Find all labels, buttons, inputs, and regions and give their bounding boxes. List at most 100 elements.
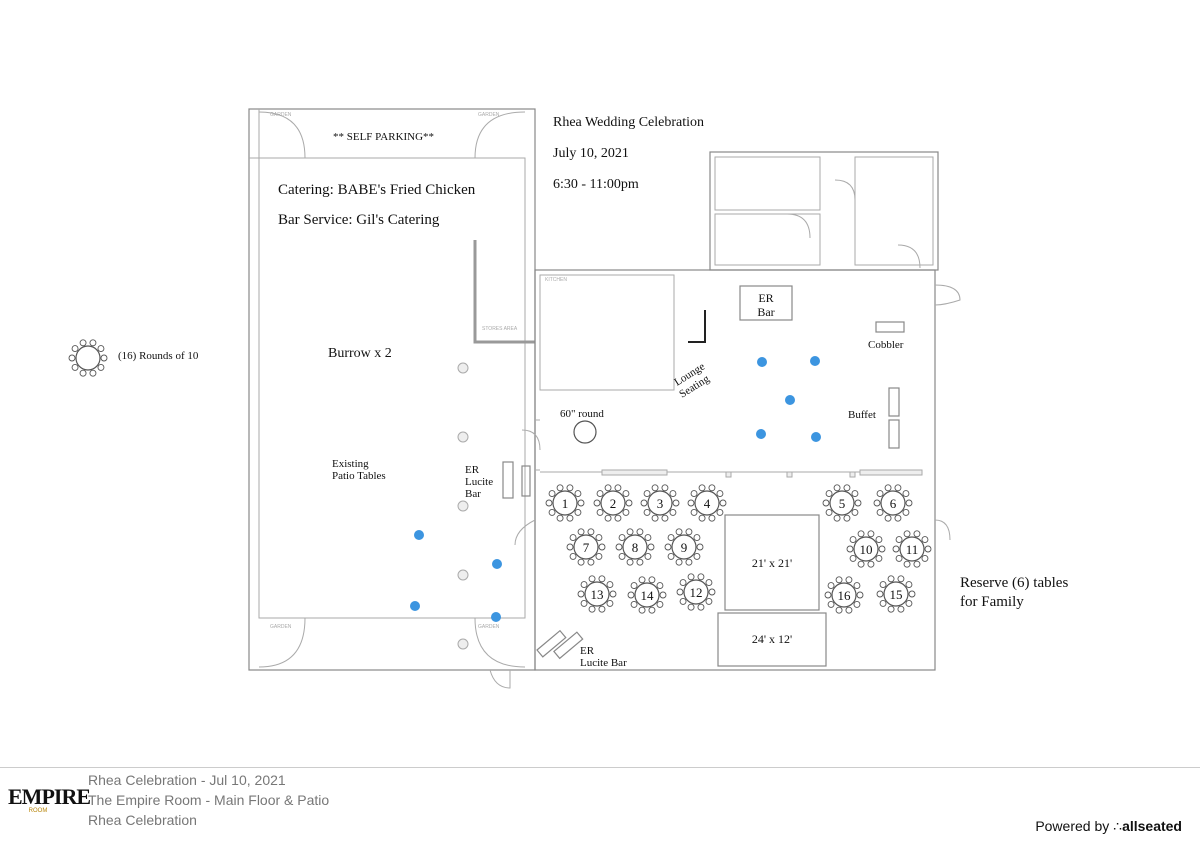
chair <box>913 530 921 538</box>
table-number: 6 <box>890 496 897 511</box>
chair <box>588 605 596 613</box>
chair <box>822 499 830 507</box>
chair <box>894 484 902 492</box>
chair <box>667 552 675 560</box>
table-top <box>899 536 925 562</box>
chair <box>905 499 913 507</box>
chair <box>587 558 595 566</box>
table-top <box>573 534 599 560</box>
chair <box>716 508 724 516</box>
chair <box>618 552 626 560</box>
kitchen-label: KITCHEN <box>545 277 567 283</box>
chair <box>614 484 622 492</box>
marker <box>757 357 767 367</box>
hall-walls <box>489 151 961 689</box>
patio-table <box>457 569 469 581</box>
chair <box>606 599 614 607</box>
chair <box>643 508 651 516</box>
table-top <box>600 490 626 516</box>
chair <box>588 575 596 583</box>
chair <box>902 508 910 516</box>
chair <box>854 499 862 507</box>
chair <box>577 499 585 507</box>
highlight-markers <box>410 356 821 622</box>
chair <box>604 514 612 522</box>
chair <box>569 534 577 542</box>
marker <box>491 612 501 622</box>
chair <box>604 484 612 492</box>
chair <box>705 597 713 605</box>
chair <box>596 508 604 516</box>
legend-round-table-icon <box>68 339 108 377</box>
chair <box>895 536 903 544</box>
chair <box>566 543 574 551</box>
parking-note: ** SELF PARKING** <box>333 131 434 143</box>
lucite-bar-bottom <box>536 629 584 660</box>
chair <box>656 582 664 590</box>
chair <box>846 545 854 553</box>
chair <box>879 581 887 589</box>
chair <box>618 534 626 542</box>
marker <box>756 429 766 439</box>
chair <box>669 508 677 516</box>
chair <box>845 576 853 584</box>
lucite-bottom-label-1: ER <box>580 645 595 657</box>
chair <box>598 605 606 613</box>
round-table <box>68 339 108 377</box>
patio-table <box>457 500 469 512</box>
round-table: 16 <box>824 576 864 614</box>
chair <box>690 490 698 498</box>
legend-label: (16) Rounds of 10 <box>118 350 199 362</box>
chair <box>638 606 646 614</box>
chair <box>644 534 652 542</box>
chair <box>708 588 716 596</box>
chair <box>857 530 865 538</box>
chair <box>875 536 883 544</box>
chair <box>79 339 87 347</box>
chair <box>664 543 672 551</box>
event-time: 6:30 - 11:00pm <box>553 177 639 192</box>
bar-service-note: Bar Service: Gil's Catering <box>278 212 440 228</box>
chair <box>690 508 698 516</box>
chair <box>867 530 875 538</box>
chair <box>908 590 916 598</box>
chair <box>627 591 635 599</box>
chair <box>556 514 564 522</box>
chair <box>876 590 884 598</box>
marker <box>492 559 502 569</box>
table-number: 13 <box>591 587 604 602</box>
chair <box>679 579 687 587</box>
chair <box>89 369 97 377</box>
chair <box>921 536 929 544</box>
event-date: July 10, 2021 <box>553 146 629 161</box>
chair <box>884 514 892 522</box>
chair <box>577 528 585 536</box>
er-bar-label-2: Bar <box>757 305 774 319</box>
round-table: 12 <box>676 573 716 611</box>
patio-label-1: Existing <box>332 458 369 470</box>
chair <box>876 508 884 516</box>
chair <box>824 591 832 599</box>
chair <box>887 575 895 583</box>
chair <box>876 490 884 498</box>
lucite-bar-2 <box>521 465 531 497</box>
table-top <box>622 534 648 560</box>
chair <box>566 514 574 522</box>
reserve-note-1: Reserve (6) tables <box>960 575 1068 591</box>
catering-note: Catering: BABE's Fried Chicken <box>278 182 476 198</box>
table-number: 10 <box>860 542 873 557</box>
chair <box>574 508 582 516</box>
chair <box>835 576 843 584</box>
patio-table-markers <box>457 362 469 650</box>
chair <box>685 528 693 536</box>
round-table: 6 <box>873 484 913 522</box>
powered-by[interactable]: Powered by ∴allseated <box>1035 818 1182 835</box>
chair <box>71 345 79 353</box>
chair <box>97 345 105 353</box>
chair <box>708 484 716 492</box>
table-number: 12 <box>690 585 703 600</box>
chair <box>685 558 693 566</box>
footer-line-3: Rhea Celebration <box>88 812 197 828</box>
chair <box>667 534 675 542</box>
